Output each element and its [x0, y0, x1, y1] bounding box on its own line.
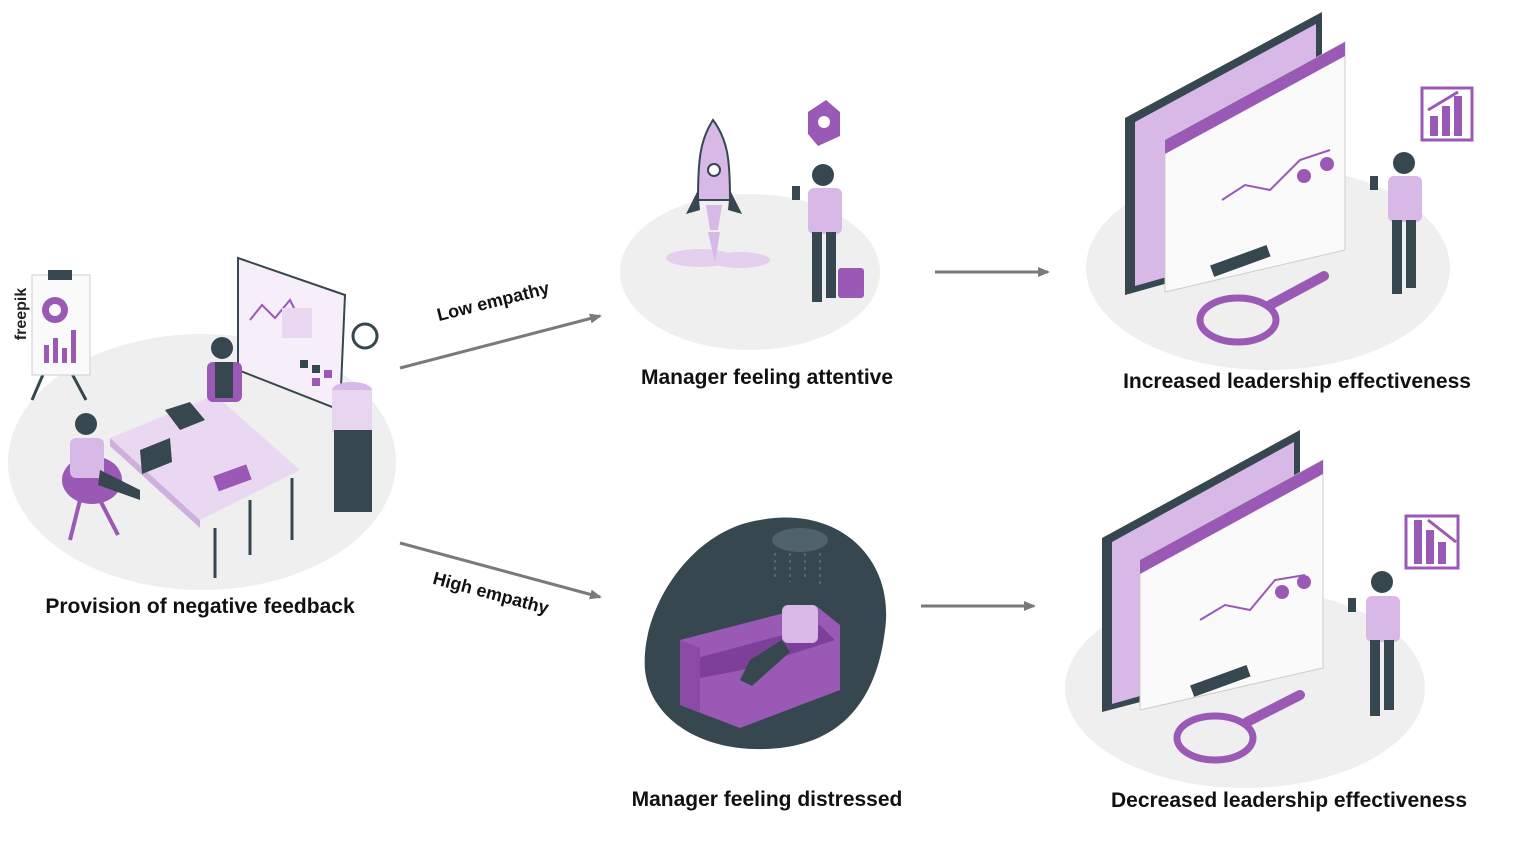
node-increased-label: Increased leadership effectiveness — [1123, 370, 1471, 393]
monitor-decline-scene-icon — [1065, 430, 1460, 788]
rocket-person-scene-icon — [620, 100, 880, 350]
node-distressed-label: Manager feeling distressed — [631, 788, 903, 811]
node-feedback-label: Provision of negative feedback — [45, 595, 355, 618]
node-decreased-label: Decreased leadership effectiveness — [1110, 789, 1468, 812]
arrow-high-empathy — [399, 541, 602, 600]
arrow-low-empathy — [399, 313, 602, 370]
node-attentive-label: Manager feeling attentive — [640, 366, 894, 389]
office-scene-icon — [8, 256, 396, 590]
couch-rain-scene-icon — [644, 517, 887, 750]
freepik-watermark: freepik — [13, 287, 31, 341]
monitor-growth-scene-icon — [1086, 12, 1474, 370]
